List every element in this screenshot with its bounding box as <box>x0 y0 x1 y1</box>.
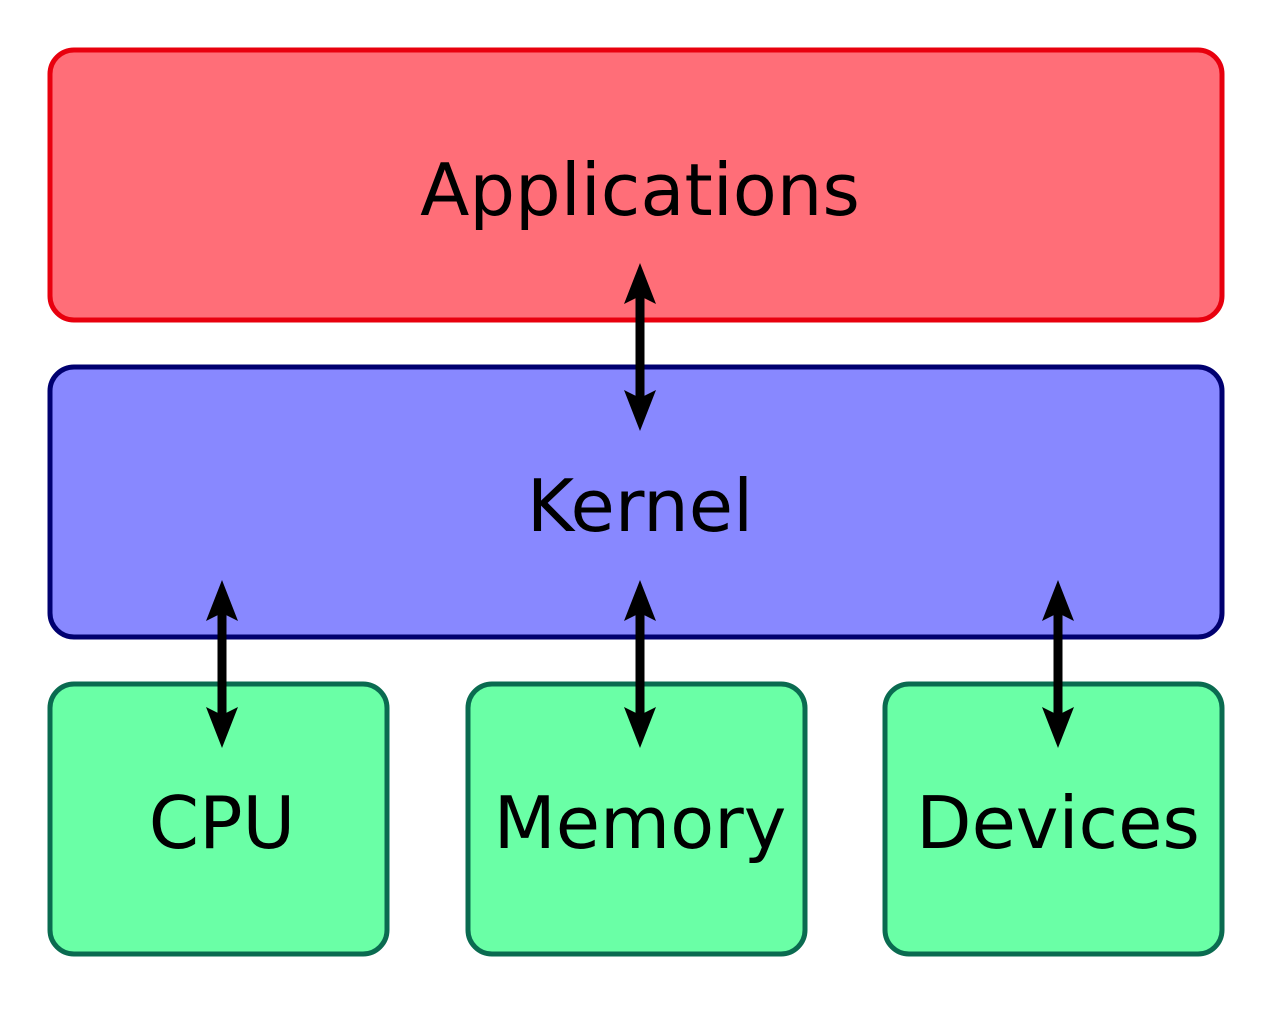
devices-label: Devices <box>916 781 1200 865</box>
devices-box-group: Devices <box>882 681 1225 957</box>
kernel-label: Kernel <box>527 464 753 548</box>
arrow-head-up <box>624 263 656 304</box>
memory-label: Memory <box>494 781 787 865</box>
cpu-box-group: CPU <box>47 681 390 957</box>
arrow-kernel-cpu <box>206 580 238 748</box>
arrow-kernel-devices <box>1042 580 1074 748</box>
cpu-label: CPU <box>149 781 295 865</box>
arrow-head-down <box>624 390 656 431</box>
arrow-applications-kernel <box>624 263 656 431</box>
applications-label: Applications <box>420 148 860 232</box>
arrow-kernel-memory <box>624 580 656 748</box>
arrow-head-up <box>206 580 238 621</box>
applications-layer: Applications <box>47 47 1225 323</box>
arrow-head-up <box>624 580 656 621</box>
arrow-head-down <box>206 707 238 748</box>
arrow-head-down <box>1042 707 1074 748</box>
memory-box-group: Memory <box>465 681 808 957</box>
arrow-head-up <box>1042 580 1074 621</box>
arrow-head-down <box>624 707 656 748</box>
